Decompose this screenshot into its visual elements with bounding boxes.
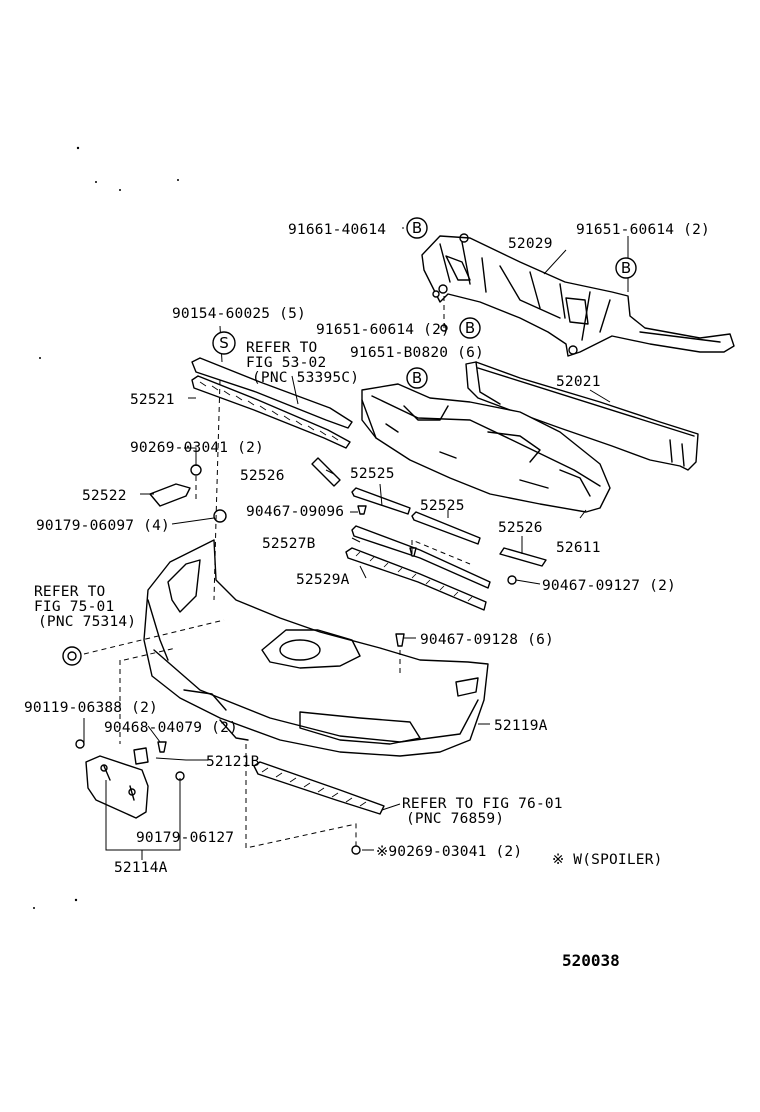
marker-b-text: B: [412, 219, 422, 237]
label-52611: 52611: [556, 540, 601, 556]
label-52119a: 52119A: [494, 718, 548, 734]
label-90269-03041-b: ※90269-03041 (2): [376, 844, 522, 860]
figure-number: 520038: [562, 951, 620, 970]
label-90179-06127: 90179-06127: [136, 830, 234, 846]
bracket-52522: [149, 483, 191, 507]
marker-b-text: B: [621, 259, 631, 277]
seal-52525-b: [411, 511, 481, 545]
label-52121b: 52121B: [206, 754, 260, 770]
retainer-52521: [191, 357, 353, 449]
seal-52525-a: [351, 487, 411, 515]
marker-b-top-right: B: [615, 257, 637, 279]
label-90269-03041-a: 90269-03041 (2): [130, 440, 264, 456]
label-90154-60025: 90154-60025 (5): [172, 306, 306, 322]
label-52522: 52522: [82, 488, 127, 504]
energy-absorber-52611: [361, 383, 611, 513]
label-52525-a: 52525: [350, 466, 395, 482]
label-52527b: 52527B: [262, 536, 316, 552]
label-refer76-line2: (PNC 76859): [406, 811, 504, 827]
part-labels: 91661-40614 52029 91651-60614 (2) 90154-…: [24, 222, 710, 970]
label-90179-06097: 90179-06097 (4): [36, 518, 170, 534]
bumper-cover-52119a: [143, 539, 489, 757]
leader-lines: [83, 227, 629, 860]
label-91651-60614-top: 91651-60614 (2): [576, 222, 710, 238]
bumper-reinforcement-52021: [465, 361, 699, 471]
molding-52527b: [351, 525, 491, 589]
label-52029: 52029: [508, 236, 553, 252]
label-52114a: 52114A: [114, 860, 168, 876]
marker-b-mid: B: [459, 317, 481, 339]
label-refer53-line3: (PNC 53395C): [252, 370, 359, 386]
marker-s-text: S: [219, 334, 229, 352]
marker-b-text: B: [412, 369, 422, 387]
label-91661-40614: 91661-40614: [288, 222, 386, 238]
label-52529a: 52529A: [296, 572, 350, 588]
label-refer76-line1: REFER TO FIG 76-01: [402, 796, 563, 812]
label-52021: 52021: [556, 374, 601, 390]
label-refer53-line2: FIG 53-02: [246, 355, 326, 371]
label-90119-06388: 90119-06388 (2): [24, 700, 158, 716]
label-91651-b0820: 91651-B0820 (6): [350, 345, 484, 361]
marker-b-text: B: [465, 319, 475, 337]
scan-specks: [33, 146, 179, 909]
pad-52526-a: [311, 457, 341, 487]
molding-52529a: [345, 547, 487, 611]
label-52525-b: 52525: [420, 498, 465, 514]
assembly-dash-lines: [83, 296, 471, 849]
label-52526-a: 52526: [240, 468, 285, 484]
label-90468-04079: 90468-04079 (2): [104, 720, 238, 736]
marker-s: S: [212, 331, 236, 355]
marker-b-top-left: B: [406, 217, 428, 239]
bracket-52121b: [133, 747, 149, 765]
label-refer75-line1: REFER TO: [34, 584, 105, 600]
label-90467-09127: 90467-09127 (2): [542, 578, 676, 594]
label-91651-60614-mid: 91651-60614 (2): [316, 322, 450, 338]
pad-52526-b: [499, 547, 547, 567]
label-90467-09096: 90467-09096: [246, 504, 344, 520]
lower-spoiler: [253, 761, 385, 815]
label-refer75-line2: FIG 75-01: [34, 599, 114, 615]
label-refer75-line3: (PNC 75314): [38, 614, 136, 630]
radiator-support-52029: [421, 233, 735, 357]
label-refer53-line1: REFER TO: [246, 340, 317, 356]
label-52521: 52521: [130, 392, 175, 408]
label-90467-09128: 90467-09128 (6): [420, 632, 554, 648]
license-bracket-52114a: [85, 755, 149, 819]
label-spoiler-note: ※ W(SPOILER): [552, 852, 663, 868]
marker-b-absorber: B: [406, 367, 428, 389]
label-52526-b: 52526: [498, 520, 543, 536]
